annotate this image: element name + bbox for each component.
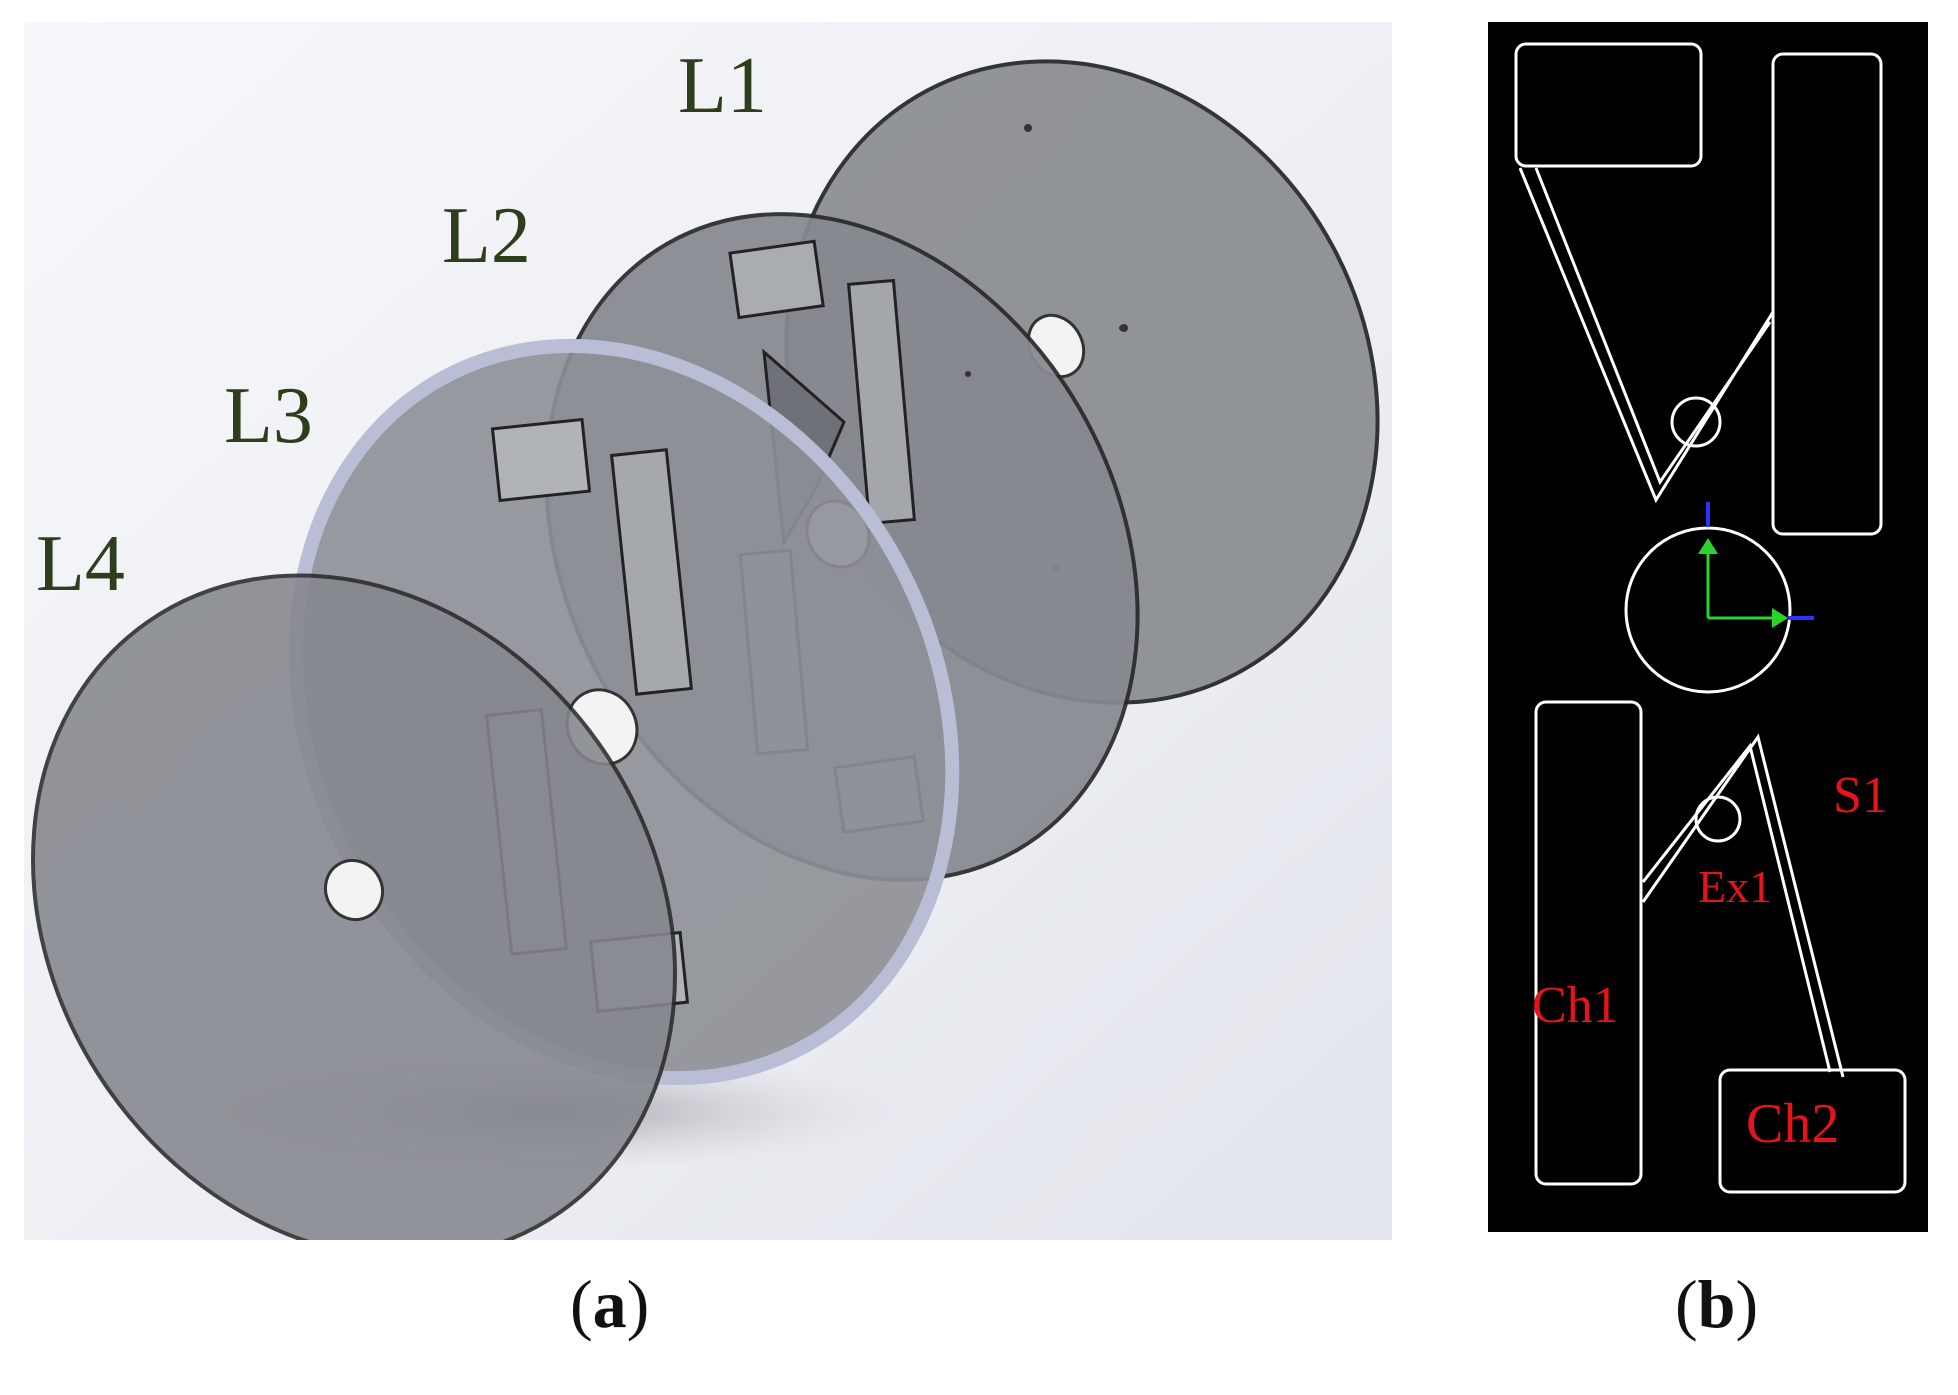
label-ex1: Ex1 (1698, 861, 1772, 912)
l3-chamber-top (490, 417, 592, 503)
bottom-valve-circle (1694, 795, 1742, 843)
label-l1: L1 (678, 42, 767, 130)
top-right-channel (1771, 52, 1883, 536)
layer-outline-schematic: S1 Ex1 Ch1 Ch2 (1488, 22, 1928, 1232)
bottom-triangle-channel (1641, 733, 1845, 1078)
caption-b: (b) (1675, 1266, 1759, 1342)
l2-chamber-top (728, 239, 825, 320)
top-triangle-channel (1518, 167, 1775, 504)
label-ch2: Ch2 (1746, 1093, 1839, 1155)
ch2-chamber (1718, 1068, 1907, 1194)
label-l2: L2 (442, 192, 531, 280)
schematic-background (1488, 22, 1928, 1232)
label-ch1: Ch1 (1532, 977, 1619, 1034)
exploded-disc-assembly: L1 L2 L3 L4 (24, 22, 1392, 1240)
l4-through-hole (323, 858, 385, 922)
center-circle (1624, 526, 1792, 694)
l2-channel-long (847, 278, 916, 526)
top-valve-circle (1670, 396, 1722, 448)
disc-l4 (31, 573, 677, 1240)
label-l3: L3 (224, 372, 313, 460)
l3-channel-upper (609, 448, 694, 696)
label-s1: S1 (1833, 767, 1888, 824)
caption-a: (a) (570, 1266, 650, 1342)
ch1-channel (1534, 700, 1643, 1186)
label-l4: L4 (36, 520, 125, 608)
top-left-chamber (1514, 42, 1703, 168)
